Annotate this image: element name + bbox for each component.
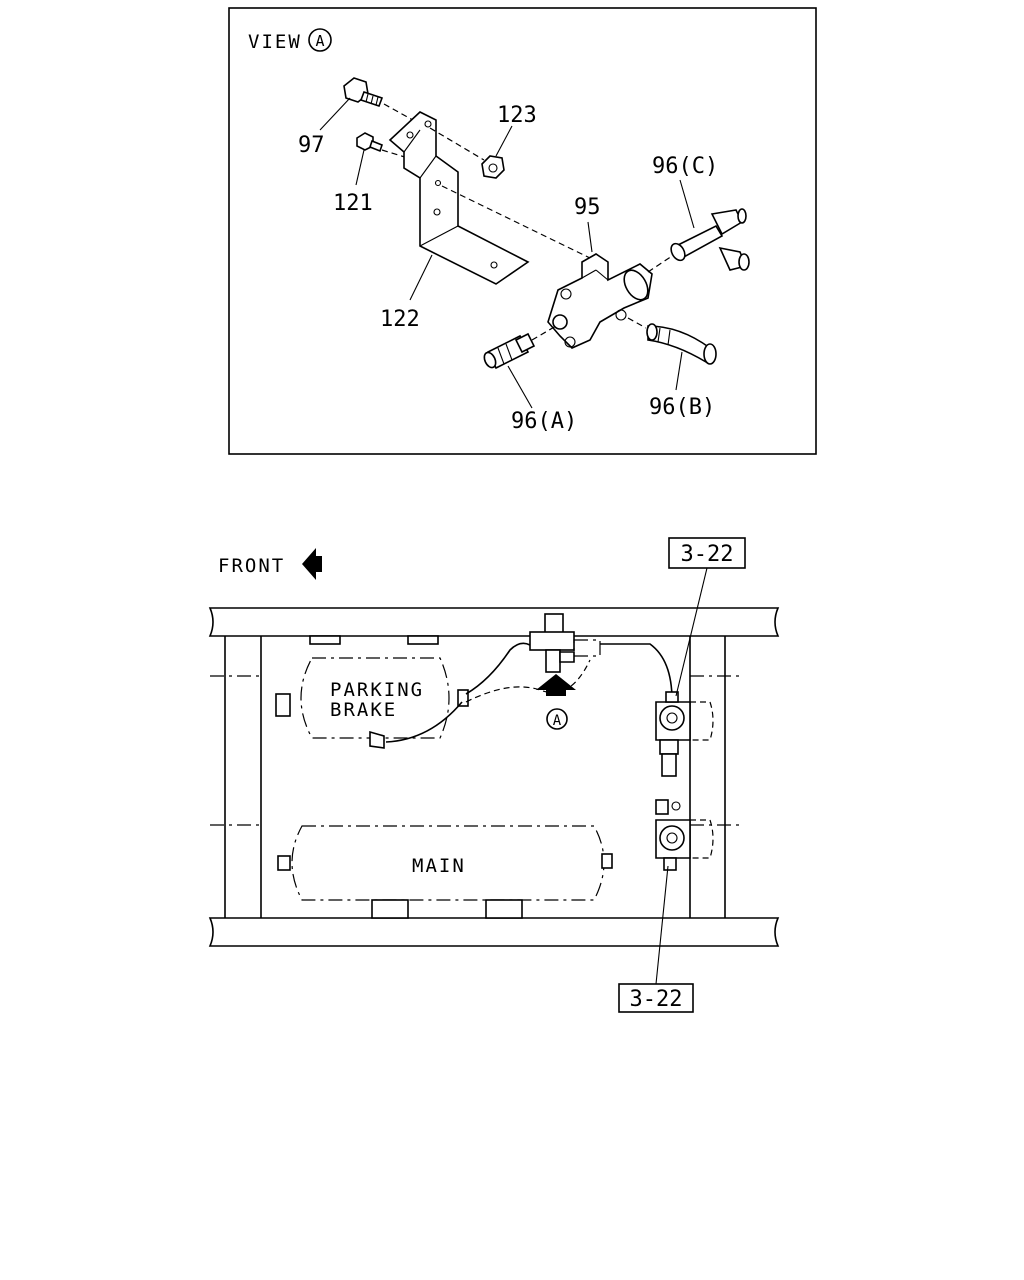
pipe-4	[385, 701, 463, 743]
view-arrow-icon	[536, 674, 576, 696]
callout-95: 95	[574, 195, 601, 220]
parking-brake-label-1: PARKING	[330, 679, 424, 701]
main-tank-label: MAIN	[412, 855, 466, 877]
view-a-frame	[228, 7, 817, 455]
pipe-1	[465, 642, 531, 695]
valve-95-icon	[547, 253, 653, 349]
front-label: FRONT	[218, 555, 285, 577]
bracket-122-icon	[388, 111, 530, 285]
callout-123: 123	[497, 103, 537, 128]
bolt-121-icon	[356, 132, 383, 153]
ref-bottom-label: 3-22	[630, 987, 683, 1012]
fitting-96c-icon	[670, 208, 750, 271]
lower-valve-unit	[655, 799, 714, 871]
parking-brake-label-2: BRAKE	[330, 699, 397, 721]
chassis-layout: FRONT PARKING BRAKE	[208, 537, 780, 1013]
view-title-circle-letter: A	[315, 32, 324, 50]
callout-96c: 96(C)	[652, 154, 718, 179]
main-tank	[277, 825, 613, 919]
bolt-97-icon	[343, 77, 384, 108]
fitting-96a-icon	[483, 332, 536, 370]
callout-121: 121	[333, 191, 373, 216]
callout-97: 97	[298, 133, 325, 158]
view-title-circle	[308, 28, 332, 52]
front-arrow-icon	[302, 548, 322, 580]
callout-96a: 96(A)	[511, 409, 577, 434]
view-title: VIEW	[248, 31, 302, 53]
view-marker-circle	[546, 708, 568, 730]
callout-122: 122	[380, 307, 420, 332]
upper-valve-unit	[655, 691, 714, 777]
pipe-3	[600, 643, 673, 701]
ref-top-label: 3-22	[681, 542, 734, 567]
frame-rail-bottom	[208, 917, 780, 947]
view-a-panel: VIEW A 97 121	[228, 7, 817, 455]
fitting-96b-icon	[646, 323, 717, 365]
nut-123-icon	[481, 155, 505, 179]
callout-96b: 96(B)	[649, 395, 715, 420]
valve-assembly	[529, 613, 601, 673]
frame-rail-top	[208, 607, 780, 637]
parking-brake-tank	[275, 635, 469, 749]
view-marker-letter: A	[553, 713, 562, 729]
